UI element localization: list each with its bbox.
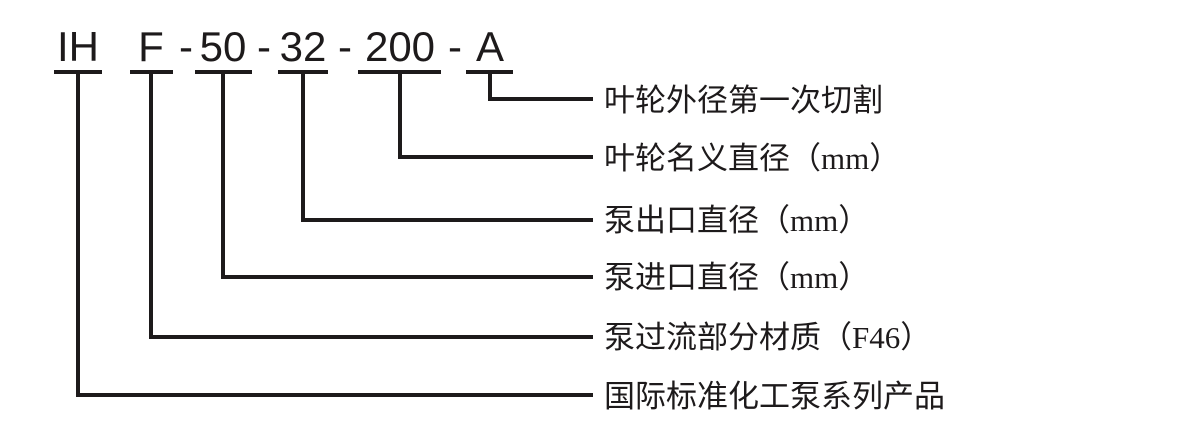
connector-vertical-trim [488, 70, 492, 101]
code-separator: - [338, 23, 352, 70]
code-segment-inlet: 50 [199, 23, 247, 70]
code-segment-material: F [138, 23, 164, 70]
connector-horizontal-inlet [221, 275, 593, 279]
code-separator: - [448, 23, 462, 70]
connector-vertical-series [76, 70, 80, 397]
code-segment-impeller: 200 [364, 23, 436, 70]
callout-impeller-nominal-diameter: 叶轮名义直径（mm） [604, 141, 901, 176]
connector-horizontal-outlet [301, 218, 593, 222]
connector-vertical-inlet [221, 70, 225, 279]
connector-vertical-impeller [398, 70, 402, 159]
connector-vertical-outlet [301, 70, 305, 222]
connector-horizontal-impeller [398, 155, 593, 159]
code-separator: - [179, 23, 193, 70]
connector-vertical-material [149, 70, 153, 339]
code-segment-trim: A [475, 23, 505, 70]
callout-series-product: 国际标准化工泵系列产品 [604, 379, 945, 414]
connector-horizontal-series [76, 393, 593, 397]
callout-outlet-diameter: 泵出口直径（mm） [604, 203, 870, 238]
code-segment-outlet: 32 [279, 23, 327, 70]
connector-horizontal-trim [488, 97, 593, 101]
code-segment-series: IH [57, 23, 99, 70]
callout-wetted-parts-material: 泵过流部分材质（F46） [604, 320, 932, 355]
code-separator: - [257, 23, 271, 70]
callout-impeller-od-first-cut: 叶轮外径第一次切割 [604, 83, 883, 118]
callout-inlet-diameter: 泵进口直径（mm） [604, 260, 870, 295]
connector-horizontal-material [149, 335, 593, 339]
